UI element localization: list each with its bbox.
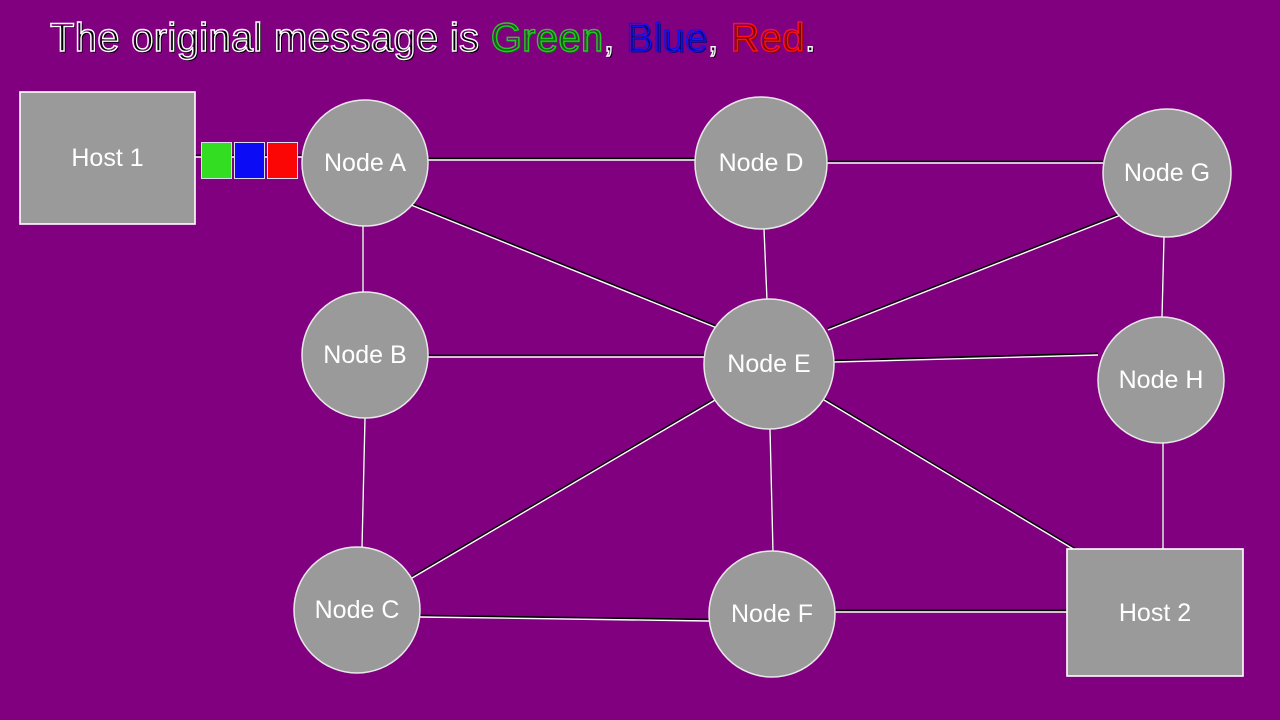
link-shadow-E-H [833,352,1099,362]
title-segment-red: Red [730,15,805,60]
host-label-host-2: Host 2 [1118,598,1192,627]
node-label-b: Node B [323,341,407,369]
host-host-2[interactable] [1066,548,1244,677]
link-E-H2[interactable] [823,399,1086,557]
page-title: The original message is Green, Blue, Red… [49,14,817,62]
title-segment-plain: The original message is [49,15,491,60]
node-f[interactable] [708,550,836,678]
packet-blue[interactable] [234,142,265,179]
title-segment-blue: Blue [626,15,708,60]
link-shadow-E-H2 [823,397,1086,556]
title-segment-green: Green [490,15,604,60]
title-segment-comma-1: , [603,15,627,60]
node-g[interactable] [1102,108,1232,238]
link-C-F[interactable] [419,616,710,622]
node-e[interactable] [703,298,835,430]
link-shadow-A-E [410,202,723,330]
host-label-host-1: Host 1 [71,144,144,172]
node-h[interactable] [1097,316,1225,444]
node-c[interactable] [293,546,421,674]
link-B-C[interactable] [361,417,366,548]
packet-red[interactable] [267,142,298,179]
host-shape-layer [19,91,1244,677]
link-G-H[interactable] [1161,236,1165,318]
link-shadow-C-E [411,393,723,578]
title-segment-period: . [804,15,817,60]
link-shadow-E-G [827,210,1127,330]
node-label-f: Node F [731,600,813,628]
node-label-g: Node G [1123,159,1211,187]
link-E-H[interactable] [833,354,1099,363]
node-d[interactable] [694,96,828,230]
link-E-F[interactable] [769,428,774,553]
link-E-G[interactable] [827,212,1127,331]
node-label-c: Node C [314,596,400,624]
node-label-a: Node A [323,149,407,177]
host-host-1[interactable] [19,91,196,225]
node-label-e: Node E [727,350,811,378]
link-shadow-C-F [419,614,710,621]
link-A-E[interactable] [410,204,723,331]
node-shape-layer [293,96,1232,678]
link-C-E[interactable] [411,395,723,579]
node-b[interactable] [301,291,429,419]
node-label-d: Node D [718,149,804,177]
link-D-E[interactable] [763,228,768,301]
node-label-h: Node H [1118,366,1204,394]
packet-green[interactable] [201,142,232,179]
node-a[interactable] [301,99,429,227]
title-segment-comma-2: , [707,15,731,60]
